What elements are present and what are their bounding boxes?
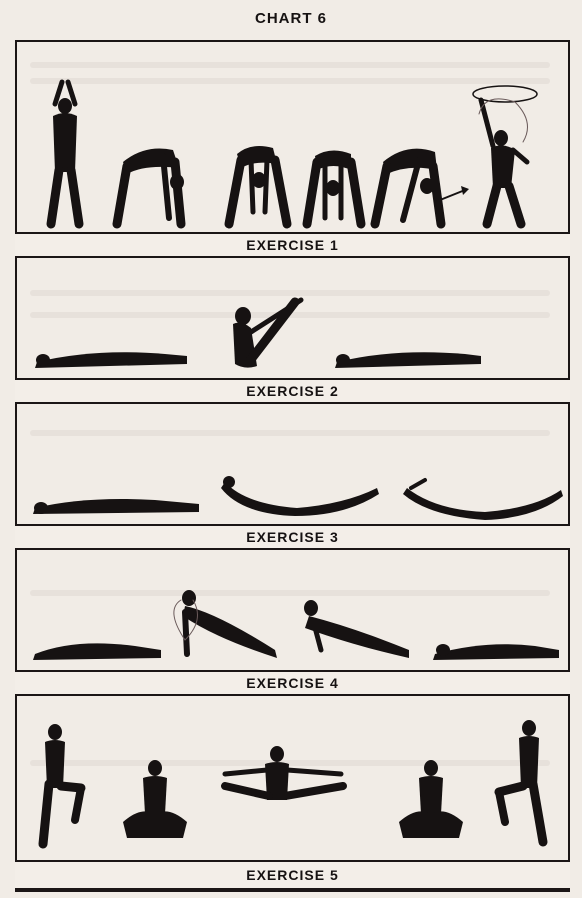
exercise-1-label: EXERCISE 1 [15,234,570,256]
exercise-5-label: EXERCISE 5 [15,862,570,888]
figure-prone-flat [33,499,199,514]
figure-deep-bend [307,150,361,224]
exercise-5-illustration [15,696,570,860]
figure-prone-start [33,643,161,660]
figure-prone-end [433,644,559,660]
exercise-3-label-bar: EXERCISE 3 [15,524,570,550]
figure-v-sit [233,300,301,368]
figure-side-stretch [473,86,537,224]
figure-lying-flat-1 [35,352,187,368]
exercise-1-label-bar: EXERCISE 1 [15,232,570,258]
figure-prone-arch-reach [403,480,563,520]
figure-high-knee-left [43,724,81,844]
figure-forward-bend [117,149,184,225]
chart-title: CHART 6 [0,10,582,27]
exercise-3-illustration [15,404,570,524]
exercise-2-label-bar: EXERCISE 2 [15,378,570,404]
figure-squat-right [399,760,463,838]
figure-split-jump [225,746,343,800]
figure-lying-flat-2 [335,352,481,368]
figure-standing-arms-up [51,82,79,224]
figure-pushup-up [174,590,277,658]
exercise-4-illustration [15,550,570,670]
exercise-1-illustration [15,42,570,232]
figure-bend-reach [375,149,469,224]
figure-pushup-down [304,600,409,658]
figure-squat-bend [229,146,287,224]
figure-prone-arch [221,476,379,516]
exercise-2-illustration [15,258,570,378]
exercise-3-label: EXERCISE 3 [15,526,570,548]
exercise-2-label: EXERCISE 2 [15,380,570,402]
exercise-5-label-bar: EXERCISE 5 [15,860,570,890]
exercise-4-label: EXERCISE 4 [15,672,570,694]
figure-high-knee-right [499,720,543,842]
figure-squat-left [123,760,187,838]
exercise-4-label-bar: EXERCISE 4 [15,670,570,696]
